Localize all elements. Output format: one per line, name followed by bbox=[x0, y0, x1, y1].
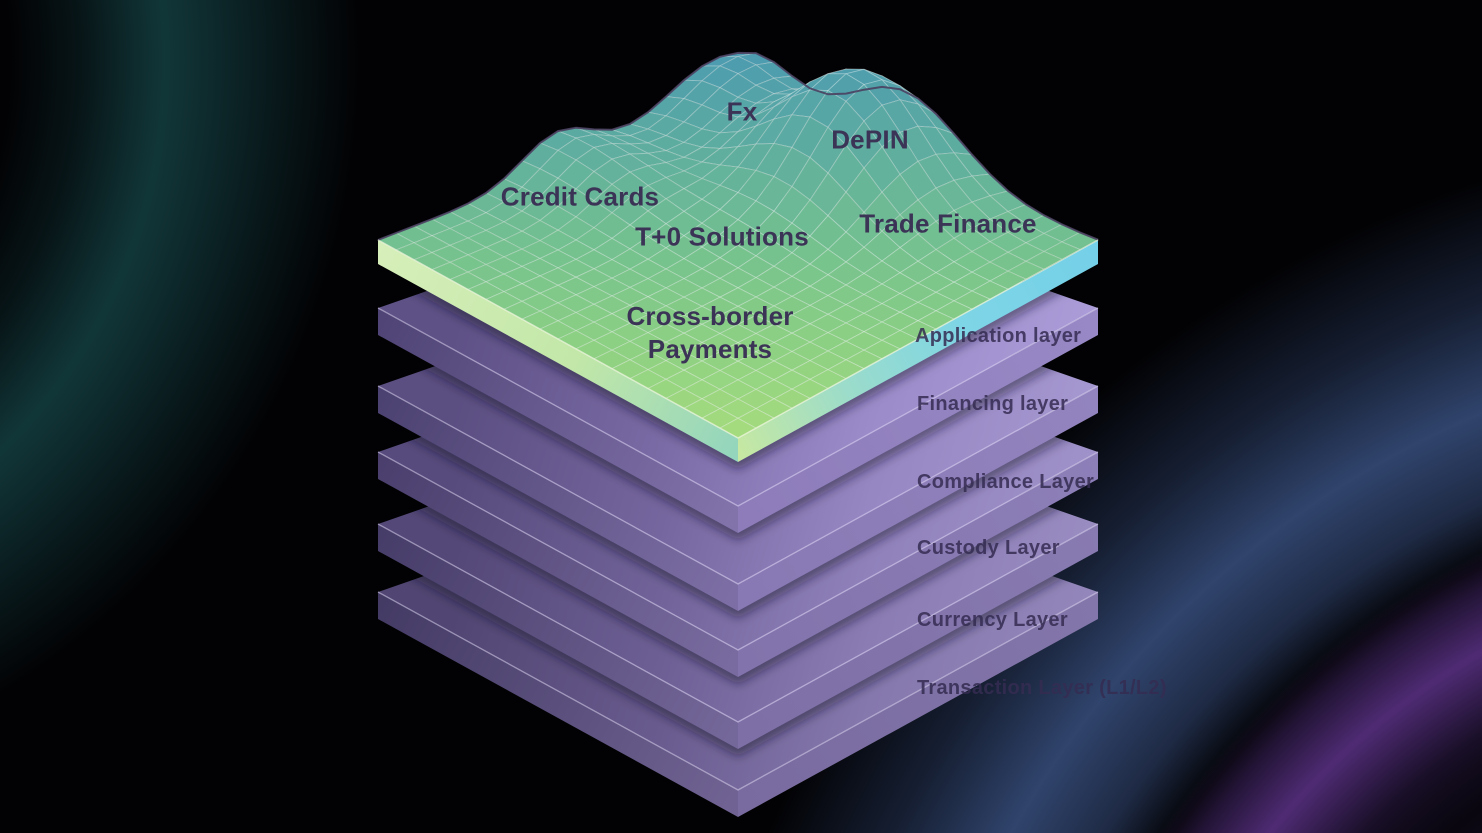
application-surface-mesh bbox=[377, 52, 1099, 439]
slab-edge-highlight bbox=[377, 385, 1099, 585]
slab-left-wall bbox=[378, 524, 738, 749]
slab-right-wall bbox=[738, 452, 1098, 677]
slab-edge-highlight bbox=[377, 451, 1099, 651]
surface-back-outline bbox=[377, 51, 1099, 241]
slab-edge-highlight bbox=[377, 591, 1099, 791]
slab-left-wall bbox=[378, 386, 738, 611]
slab-right-wall bbox=[738, 386, 1098, 611]
slab-edge-highlight bbox=[377, 307, 1099, 507]
surface-right-wall bbox=[738, 240, 1098, 462]
slab-left-wall bbox=[378, 452, 738, 677]
slab-left-wall bbox=[378, 592, 738, 817]
slab-right-wall bbox=[738, 308, 1098, 533]
slab-right-wall bbox=[738, 524, 1098, 749]
slab-left-wall bbox=[378, 308, 738, 533]
application-surface bbox=[377, 51, 1099, 462]
slab-edge-highlight bbox=[377, 523, 1099, 723]
surface-left-wall bbox=[378, 240, 738, 462]
slab-right-wall bbox=[738, 592, 1098, 817]
surface-front-rim bbox=[377, 239, 1099, 439]
